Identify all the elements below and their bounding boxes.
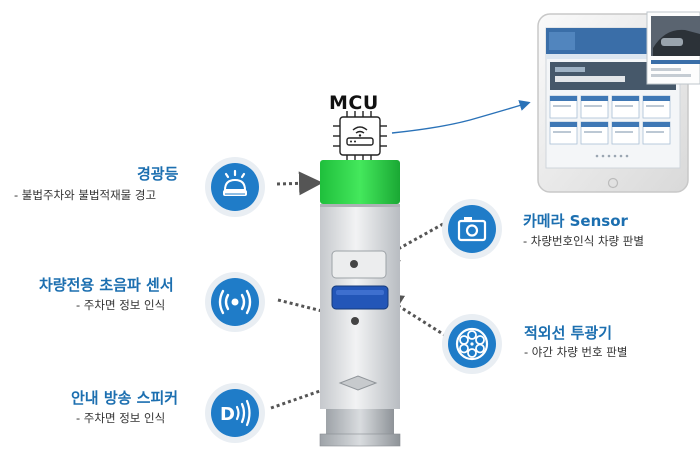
arrow-warning-light <box>276 171 323 196</box>
ir-projector-desc: - 야간 차량 번호 판별 <box>524 345 628 359</box>
warning-light-title: 경광등 <box>137 165 179 183</box>
chip-icon <box>333 111 387 161</box>
pole-camera-window <box>331 250 387 279</box>
mcu-label: MCU <box>329 92 379 114</box>
pole-ir-panel <box>331 285 389 310</box>
pole-ultrasonic-hole <box>351 317 359 325</box>
speaker-icon: D <box>205 383 265 443</box>
infrared-reel-icon <box>442 314 502 374</box>
camera-title: 카메라 Sensor <box>523 212 628 230</box>
warning-light-desc: - 불법주차와 불법적재물 경고 <box>14 188 157 202</box>
speaker-desc: - 주차면 정보 인식 <box>76 411 166 425</box>
svg-text:D: D <box>220 404 235 425</box>
ultrasonic-wave-icon <box>205 272 265 332</box>
pole-speaker-grille <box>338 375 378 391</box>
parking-sensor-pole <box>319 160 401 447</box>
ultrasonic-desc: - 주차면 정보 인식 <box>76 298 166 312</box>
pole-green-light <box>320 160 400 204</box>
ir-projector-title: 적외선 투광기 <box>524 324 613 342</box>
speaker-title: 안내 방송 스피커 <box>71 389 179 407</box>
beacon-icon <box>205 157 265 217</box>
pole-base <box>326 409 394 435</box>
tablet-dashboard-image <box>537 11 700 193</box>
ultrasonic-title: 차량전용 초음파 센서 <box>39 276 174 294</box>
camera-desc: - 차량번호인식 차량 판별 <box>523 234 644 248</box>
camera-icon <box>442 199 502 259</box>
mcu-to-tablet-connector <box>391 100 531 134</box>
